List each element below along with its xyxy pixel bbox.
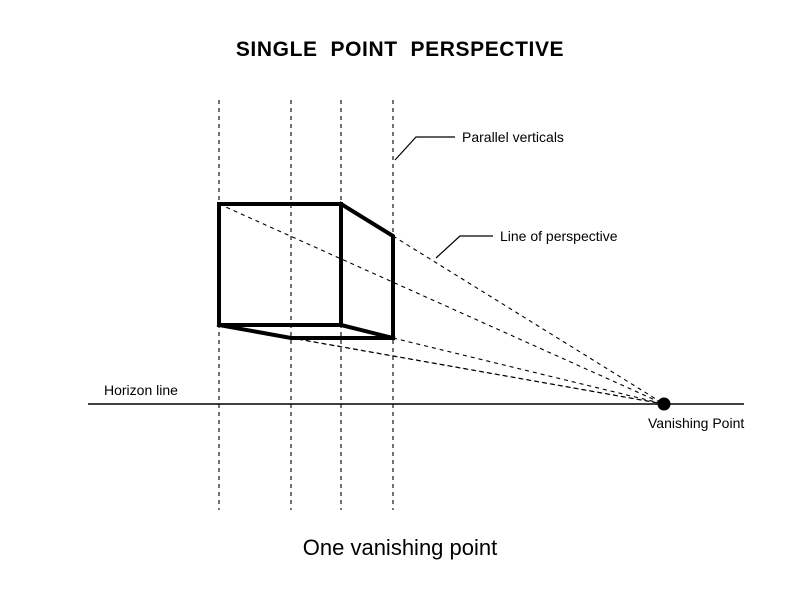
vanishing-point-dot xyxy=(657,397,671,411)
box-front-face xyxy=(217,202,343,327)
line-of-perspective-leader xyxy=(435,235,493,259)
parallel-verticals-leader xyxy=(394,136,455,161)
diagram-title: SINGLE POINT PERSPECTIVE xyxy=(236,38,564,61)
line-of-perspective-label: Line of perspective xyxy=(500,228,618,244)
perspective-box xyxy=(216,201,396,341)
parallel-verticals-group xyxy=(218,100,394,510)
perspective-line-2 xyxy=(392,235,665,405)
parallel-verticals-label: Parallel verticals xyxy=(462,129,564,145)
diagram-caption: One vanishing point xyxy=(303,535,497,560)
horizon-line-label: Horizon line xyxy=(104,382,178,398)
perspective-line-5 xyxy=(392,337,665,405)
perspective-line-1 xyxy=(218,203,665,405)
perspective-line-4 xyxy=(290,337,665,405)
vanishing-point-label: Vanishing Point xyxy=(648,415,744,431)
box-bottom-edge xyxy=(338,322,396,341)
